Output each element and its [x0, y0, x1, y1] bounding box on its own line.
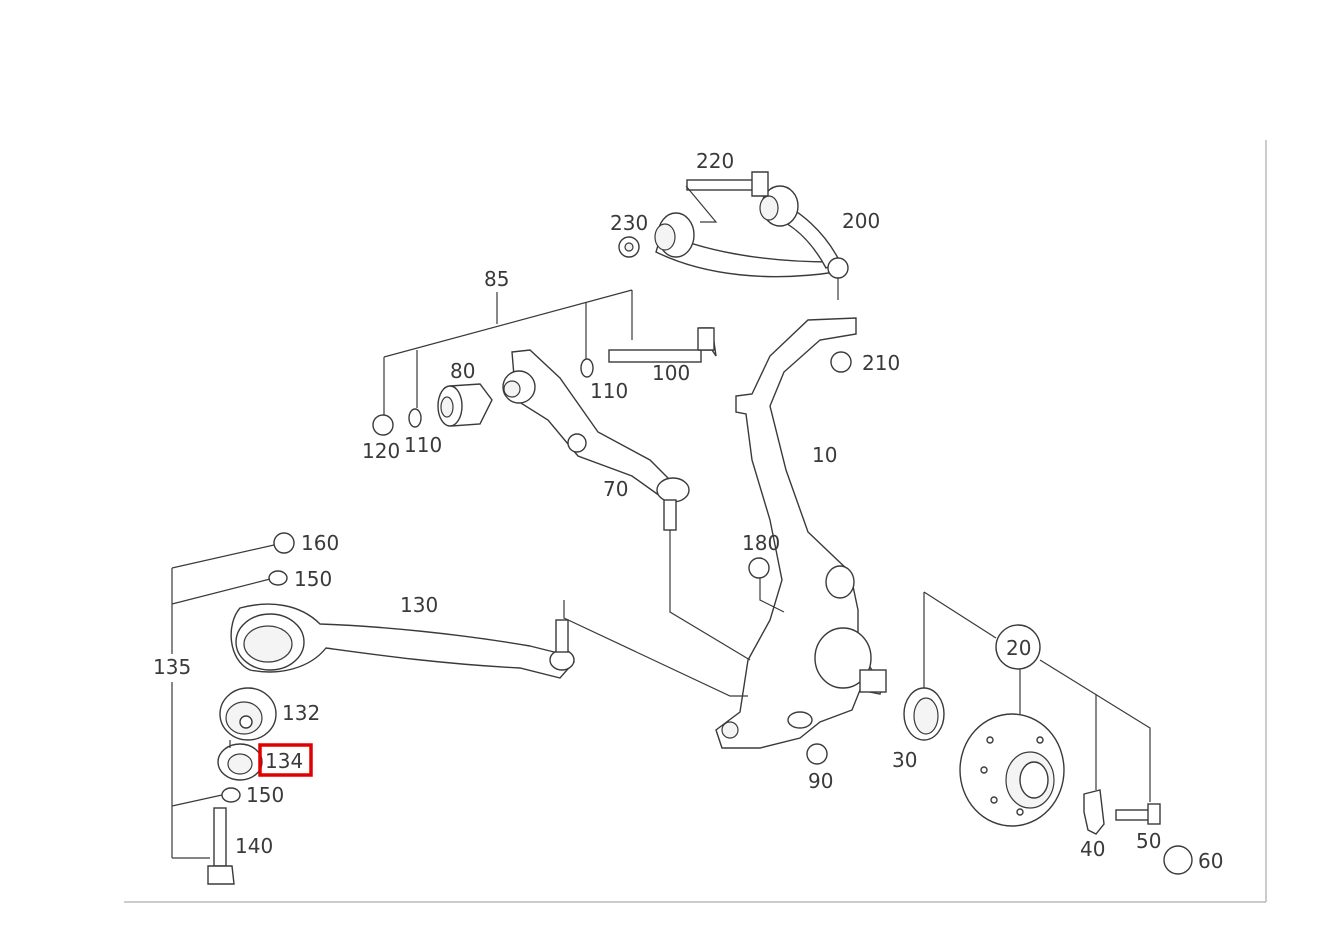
callout-160[interactable]: 160 [301, 531, 339, 555]
upper-control-arm-200[interactable] [654, 185, 849, 300]
callout-85[interactable]: 85 [484, 267, 509, 291]
callout-110a[interactable]: 110 [590, 379, 628, 403]
callout-200[interactable]: 200 [842, 209, 880, 233]
washer-150a[interactable] [268, 570, 288, 586]
callout-140[interactable]: 140 [235, 834, 273, 858]
callout-150b[interactable]: 150 [246, 783, 284, 807]
thrust-arm-70[interactable] [502, 349, 690, 531]
callout-220[interactable]: 220 [696, 149, 734, 173]
bolt-50[interactable] [1115, 803, 1161, 825]
wheel-hub-20[interactable] [959, 713, 1065, 827]
callout-150a[interactable]: 150 [294, 567, 332, 591]
callout-40[interactable]: 40 [1080, 837, 1105, 861]
washer-150b[interactable] [221, 787, 241, 803]
callout-110b[interactable]: 110 [404, 433, 442, 457]
callout-50[interactable]: 50 [1136, 829, 1161, 853]
lower-control-arm-130[interactable] [230, 603, 576, 679]
nut-180[interactable] [748, 557, 770, 579]
seal-30[interactable] [903, 687, 945, 741]
nut-230[interactable] [618, 236, 640, 258]
nut-210[interactable] [830, 351, 852, 373]
callout-230[interactable]: 230 [610, 211, 648, 235]
callout-134[interactable]: 134 [265, 749, 303, 773]
nut-160[interactable] [273, 532, 295, 554]
callout-30[interactable]: 30 [892, 748, 917, 772]
callout-100[interactable]: 100 [652, 361, 690, 385]
callout-20[interactable]: 20 [1006, 636, 1031, 660]
sensor-ring-40[interactable] [1083, 789, 1105, 835]
leader-70-knuckle [669, 530, 751, 661]
bushing-132[interactable] [219, 687, 277, 741]
washer-110b[interactable] [408, 408, 422, 428]
leader-135 [171, 544, 275, 859]
callout-180[interactable]: 180 [742, 531, 780, 555]
bolt-220[interactable] [686, 171, 769, 197]
bolt-100[interactable] [608, 327, 717, 363]
callout-70[interactable]: 70 [603, 477, 628, 501]
bolt-140[interactable] [207, 807, 235, 885]
washer-110a[interactable] [580, 358, 594, 378]
callout-80[interactable]: 80 [450, 359, 475, 383]
nut-120[interactable] [372, 414, 394, 436]
steering-knuckle-10[interactable] [715, 317, 887, 749]
callout-120[interactable]: 120 [362, 439, 400, 463]
callout-60[interactable]: 60 [1198, 849, 1223, 873]
callout-210[interactable]: 210 [862, 351, 900, 375]
callout-10[interactable]: 10 [812, 443, 837, 467]
leader-220 [685, 185, 718, 223]
bushing-134[interactable] [217, 743, 263, 781]
leader-180 [759, 578, 785, 613]
callout-130[interactable]: 130 [400, 593, 438, 617]
callout-132[interactable]: 132 [282, 701, 320, 725]
cap-60[interactable] [1163, 845, 1193, 875]
leader-20 [923, 591, 1151, 802]
bushing-80[interactable] [437, 383, 493, 427]
leader-85 [383, 289, 633, 415]
leader-130-knuckle [563, 600, 748, 697]
callout-circle-20 [995, 624, 1041, 670]
callout-90[interactable]: 90 [808, 769, 833, 793]
nut-90[interactable] [806, 743, 828, 765]
highlight-box-134 [258, 743, 313, 777]
callout-135[interactable]: 135 [153, 655, 191, 679]
